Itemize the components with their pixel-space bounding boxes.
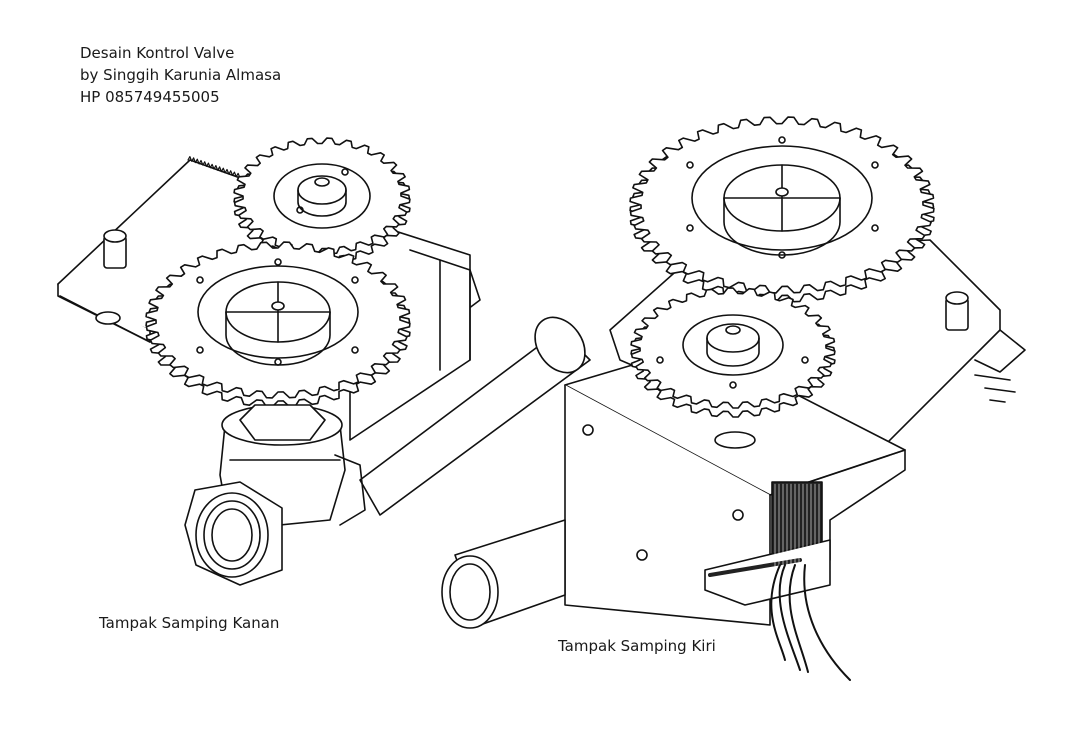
right-side-view xyxy=(57,137,591,586)
left-guide-post xyxy=(945,291,969,331)
right-small-gear xyxy=(233,137,411,264)
left-side-view-label: Tampak Samping Kiri xyxy=(558,637,716,655)
right-large-gear xyxy=(145,241,411,408)
drawing-contact: HP 085749455005 xyxy=(80,88,220,106)
left-large-gear xyxy=(629,116,935,303)
right-guide-post xyxy=(103,229,127,269)
right-side-view-label: Tampak Samping Kanan xyxy=(99,614,280,632)
right-plate-serrated-edge xyxy=(187,156,241,179)
left-wire-bundle xyxy=(770,564,851,681)
right-hex-nut xyxy=(184,481,283,586)
left-small-gear xyxy=(630,287,836,418)
drawing-title-block: Desain Kontrol Valve by Singgih Karunia … xyxy=(80,42,281,108)
drawing-author: by Singgih Karunia Almasa xyxy=(80,66,282,84)
left-motor-coil xyxy=(704,481,831,606)
right-pipe xyxy=(359,316,591,516)
drawing-title: Desain Kontrol Valve xyxy=(80,44,235,62)
left-side-view xyxy=(441,116,1026,681)
left-outlet-pipe xyxy=(441,519,566,629)
